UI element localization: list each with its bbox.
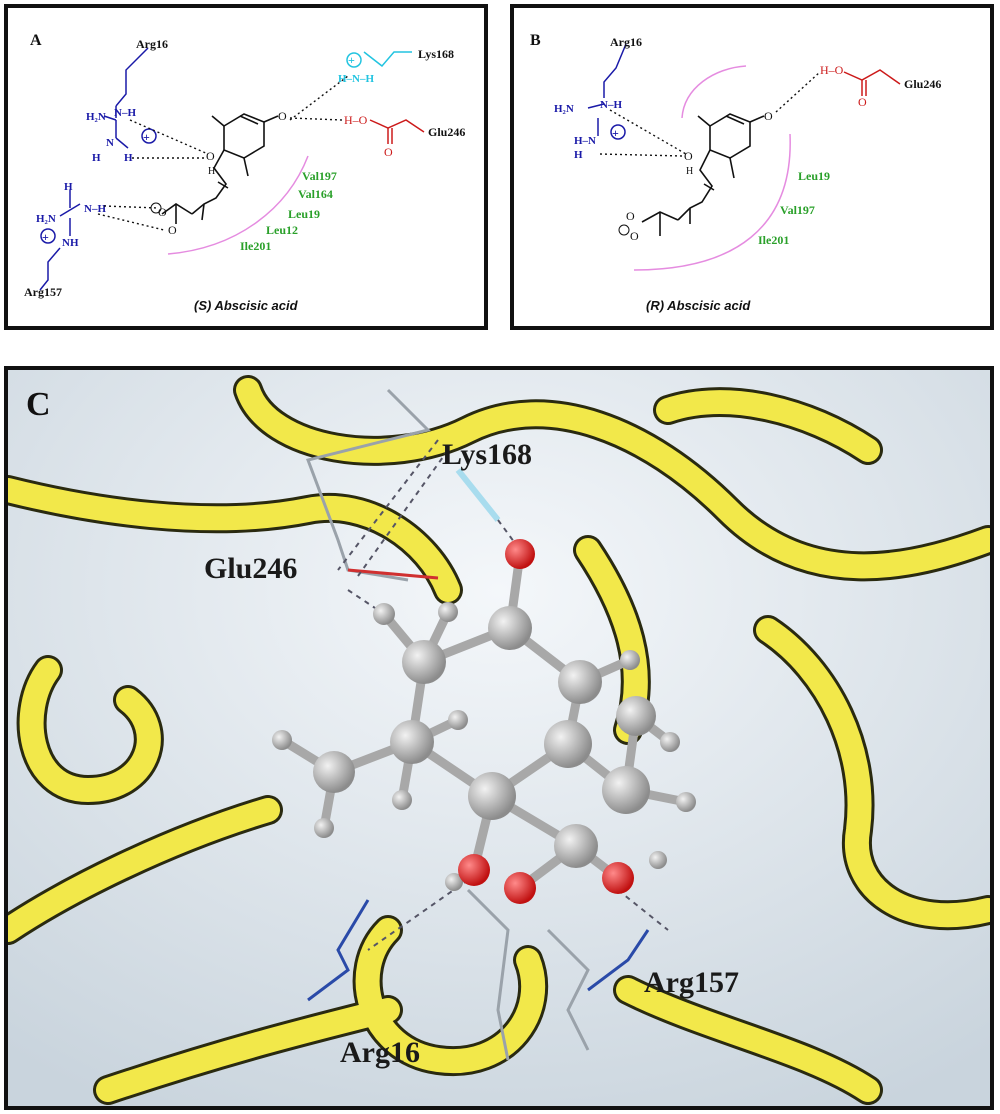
glu246-residue-b — [843, 69, 901, 96]
atom-h-b: H — [574, 149, 583, 161]
hbond-lines-a — [97, 75, 349, 231]
label-leu12-a: Leu12 — [266, 223, 298, 237]
atom-carboxylate-o1-b: O — [626, 209, 635, 223]
panel-a-letter: A — [30, 32, 42, 49]
arg157-plus-icon: + — [42, 230, 49, 244]
label-arg16-c: Arg16 — [340, 1036, 420, 1069]
atom-glu-ho-b: H–O — [820, 63, 844, 77]
label-arg157-a: Arg157 — [24, 285, 62, 299]
panel-a-diagram: Arg16 H₂N N–H + N H H + H–N–H Lys168 H–O… — [24, 37, 465, 299]
plus-charge-icon-b: + — [612, 126, 619, 140]
lys168-residue — [346, 51, 412, 68]
atom-h-hydroxyl-a: H — [208, 166, 215, 177]
protein-ribbon — [8, 375, 990, 1105]
glu246-residue-a — [369, 119, 425, 144]
arg16-residue-b — [587, 43, 627, 140]
label-glu246-c: Glu246 — [204, 552, 297, 585]
atom-h2n-a: H₂N — [86, 111, 106, 123]
label-arg157-c: Arg157 — [644, 966, 739, 999]
aba-ligand-3d — [272, 539, 696, 904]
plus-charge-icon: + — [143, 130, 150, 144]
atom-glu-o-a: O — [384, 145, 393, 159]
atom-carboxylate-o2: O — [168, 223, 177, 237]
label-lys168-a: Lys168 — [418, 47, 454, 61]
atom-carboxylate-o2-b: O — [630, 229, 639, 243]
atom-h-hydroxyl-b: H — [686, 166, 693, 177]
atom-h-right-a: H — [124, 152, 133, 164]
atom-h-left-a: H — [92, 152, 101, 164]
atom-nh-b: N–H — [600, 99, 622, 111]
minus-charge-icon — [150, 202, 162, 214]
panel-c-render: Lys168 Glu246 Arg157 Arg16 — [8, 370, 990, 1106]
pocket-arc-b-top — [681, 65, 747, 119]
label-glu246-b: Glu246 — [904, 77, 941, 91]
atom-carboxylate-o1: O — [158, 205, 167, 219]
arg157-residue — [39, 190, 81, 291]
atom-h2n-b: H₂N — [554, 103, 574, 115]
aba-ligand-s — [161, 113, 279, 224]
atom-nh-a: N–H — [114, 107, 136, 119]
panel-b-letter: B — [530, 32, 541, 49]
label-arg16-a: Arg16 — [136, 37, 168, 51]
background — [8, 370, 990, 1106]
label-val197-a: Val197 — [302, 169, 337, 183]
atom-glu-ho-a: H–O — [344, 113, 368, 127]
label-ile201-a: Ile201 — [240, 239, 271, 253]
atom-nh-lower-a: N — [106, 137, 114, 149]
atom-arg157-h2n: H₂N — [36, 213, 56, 225]
lys-plus-icon: + — [348, 53, 355, 67]
atom-arg157-nh2: NH — [62, 237, 79, 249]
minus-charge-icon-b — [618, 224, 630, 236]
hbond-lines-b — [599, 71, 821, 157]
label-lys168-c: Lys168 — [442, 438, 532, 471]
panel-a-2d-interaction: A Arg16 H₂N N–H + N H H + H–N–H Lys168 — [4, 4, 488, 330]
atom-o-hydroxyl-a: O — [206, 149, 215, 163]
atom-arg157-nh: N–H — [84, 203, 106, 215]
aba-ligand-r — [641, 113, 765, 236]
panel-b-2d-interaction: B Arg16 H₂N N–H + H–N H H–O O Glu246 — [510, 4, 994, 330]
label-leu19-a: Leu19 — [288, 207, 320, 221]
label-leu19-b: Leu19 — [798, 169, 830, 183]
pocket-arc-a — [167, 155, 309, 255]
residue-sticks — [306, 388, 650, 1061]
label-val164-a: Val164 — [298, 187, 333, 201]
panel-c-3d-structure: Lys168 Glu246 Arg157 Arg16 C — [4, 366, 994, 1110]
pocket-arc-b-bottom — [633, 133, 791, 271]
label-glu246-a: Glu246 — [428, 125, 465, 139]
arg16-residue — [103, 47, 157, 149]
panel-b-diagram: Arg16 H₂N N–H + H–N H H–O O Glu246 O — [554, 35, 941, 271]
panel-b-caption: (R) Abscisic acid — [646, 298, 751, 313]
atom-o-hydroxyl-b: O — [684, 149, 693, 163]
atom-lys-nh3: H–N–H — [338, 73, 375, 85]
atom-o-keto-b: O — [764, 109, 773, 123]
panel-c-letter: C — [26, 386, 51, 423]
label-ile201-b: Ile201 — [758, 233, 789, 247]
atom-glu-o-b: O — [858, 95, 867, 109]
atom-o-keto-a: O — [278, 109, 287, 123]
label-val197-b: Val197 — [780, 203, 815, 217]
atom-h-n-h-b: H–N — [574, 135, 596, 147]
panel-a-caption: (S) Abscisic acid — [194, 298, 298, 313]
label-arg16-b: Arg16 — [610, 35, 642, 49]
atom-arg157-h: H — [64, 181, 73, 193]
